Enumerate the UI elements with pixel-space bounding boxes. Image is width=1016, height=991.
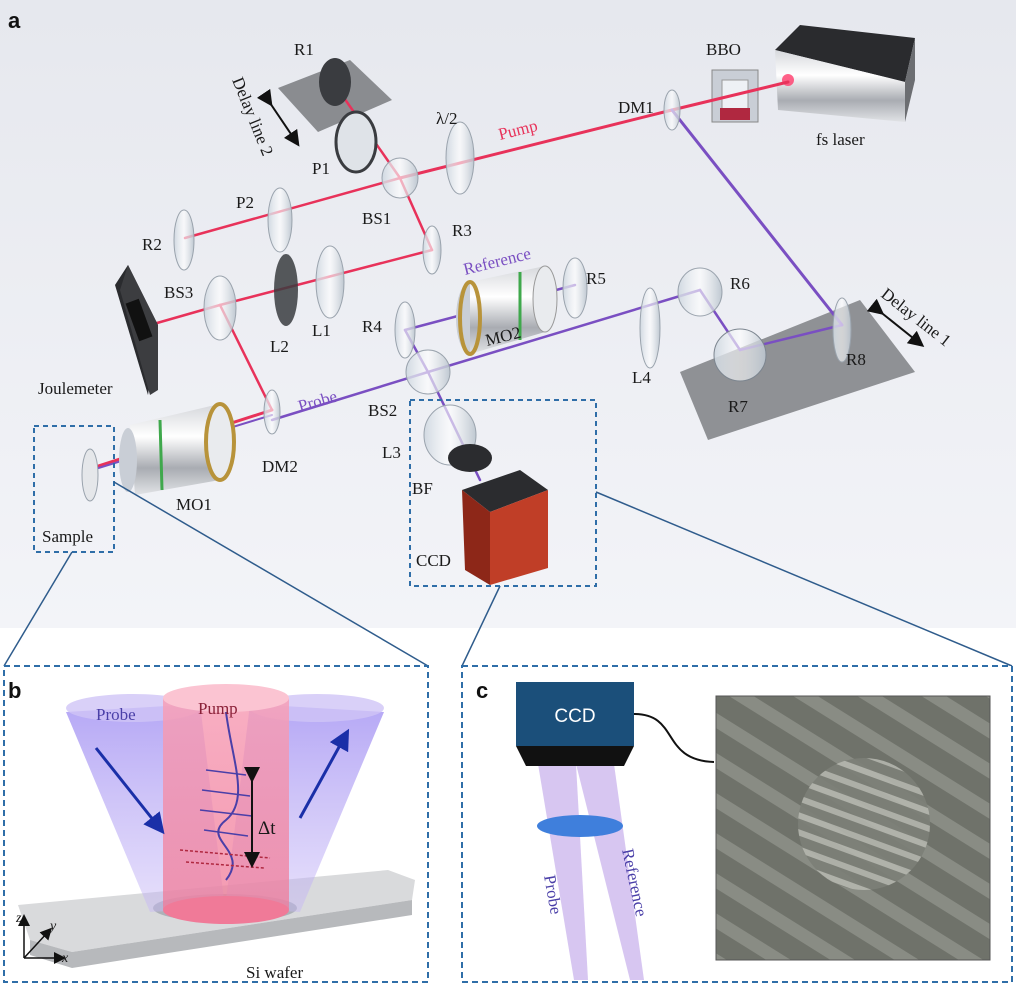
mirror-r1 [319, 58, 351, 106]
lens-c [537, 815, 623, 837]
panel-b-label-wafer: Si wafer [246, 963, 303, 982]
label-r5: R5 [586, 269, 606, 288]
panel-b-label-probe: Probe [96, 705, 136, 724]
label-sample: Sample [42, 527, 93, 546]
probe-pulse [217, 711, 240, 881]
joulemeter [115, 265, 158, 395]
bandpass-filter-bf [448, 444, 492, 472]
polarizer-p1 [334, 110, 378, 174]
objective-mo2 [456, 265, 558, 356]
beam-splitter-bs3 [203, 275, 237, 341]
panel-b-label-pump: Pump [198, 699, 238, 718]
panel-c-illustration [516, 682, 991, 980]
label-bf: BF [412, 479, 433, 498]
panel-b-label-delta-t: Δt [258, 818, 276, 839]
mirror-r3 [422, 225, 442, 275]
label-ccd: CCD [416, 551, 451, 570]
panel-b-axis-y: y [48, 919, 57, 934]
probe-beam-dm1-r8 [670, 108, 844, 327]
label-bs3: BS3 [164, 283, 193, 302]
label-halfwave: λ/2 [436, 109, 457, 128]
label-l2: L2 [270, 337, 289, 356]
label-bs2: BS2 [368, 401, 397, 420]
fs-laser [775, 25, 915, 122]
mirror-r2 [173, 209, 195, 271]
label-laser: fs laser [816, 130, 865, 149]
half-wave-plate [445, 121, 475, 195]
ccd-cable [633, 713, 715, 763]
label-r3: R3 [452, 221, 472, 240]
ccd-highlight-box [409, 399, 597, 587]
label-mo1: MO1 [176, 495, 212, 514]
dichroic-mirror-dm2 [263, 389, 281, 435]
mirror-r6 [677, 267, 723, 317]
label-joulemeter: Joulemeter [38, 379, 113, 398]
lens-l1 [315, 245, 345, 319]
panel-b-letter: b [8, 678, 21, 703]
ccd-camera [462, 470, 548, 585]
lens-l2 [274, 254, 298, 326]
panel-b-axis-x: x [61, 951, 69, 966]
mirror-r7 [713, 328, 767, 382]
label-dm1: DM1 [618, 98, 654, 117]
delay-line-2-arrow [256, 88, 300, 147]
pump-column [163, 698, 289, 910]
delay-line-1-stage [680, 300, 915, 440]
polarizer-p2 [267, 187, 293, 253]
panel-c-label-ccd: CCD [554, 706, 595, 727]
delay-line-1-arrow [866, 298, 925, 347]
label-r1: R1 [294, 40, 314, 59]
label-r4: R4 [362, 317, 382, 336]
label-l3: L3 [382, 443, 401, 462]
zoom-connectors [3, 481, 1013, 667]
beam-splitter-bs1 [381, 157, 419, 199]
label-p1: P1 [312, 159, 330, 178]
mirror-r4 [394, 301, 416, 359]
lens-l4 [639, 287, 661, 369]
sample-highlight-box [33, 425, 115, 553]
label-r7: R7 [728, 397, 748, 416]
sample-holder [81, 448, 99, 502]
label-r2: R2 [142, 235, 162, 254]
label-bbo: BBO [706, 40, 741, 59]
label-dm2: DM2 [262, 457, 298, 476]
pump-beam-laser-dm1 [670, 80, 790, 112]
panel-c-letter: c [476, 678, 488, 703]
mirror-r5 [562, 257, 588, 319]
label-r6: R6 [730, 274, 750, 293]
panel-a-letter: a [8, 8, 21, 33]
dichroic-mirror-dm1 [663, 89, 681, 131]
label-bs1: BS1 [362, 209, 391, 228]
label-l4: L4 [632, 368, 651, 387]
panel-b-axis-z: z [15, 911, 22, 926]
optics [81, 58, 852, 502]
pump-beam-bs1-r2 [183, 176, 402, 240]
pump-spot-fringes [798, 758, 930, 890]
label-l1: L1 [312, 321, 331, 340]
objective-mo1 [119, 402, 236, 495]
label-r8: R8 [846, 350, 866, 369]
panel-b-illustration [18, 684, 415, 968]
mirror-r8 [832, 297, 852, 363]
ccd-box-c [516, 682, 634, 746]
probe-beam-bs2-dm2 [270, 370, 430, 422]
beam-splitter-bs2 [405, 349, 451, 395]
pump-beam-dm1-bs1 [398, 108, 674, 180]
label-p2: P2 [236, 193, 254, 212]
